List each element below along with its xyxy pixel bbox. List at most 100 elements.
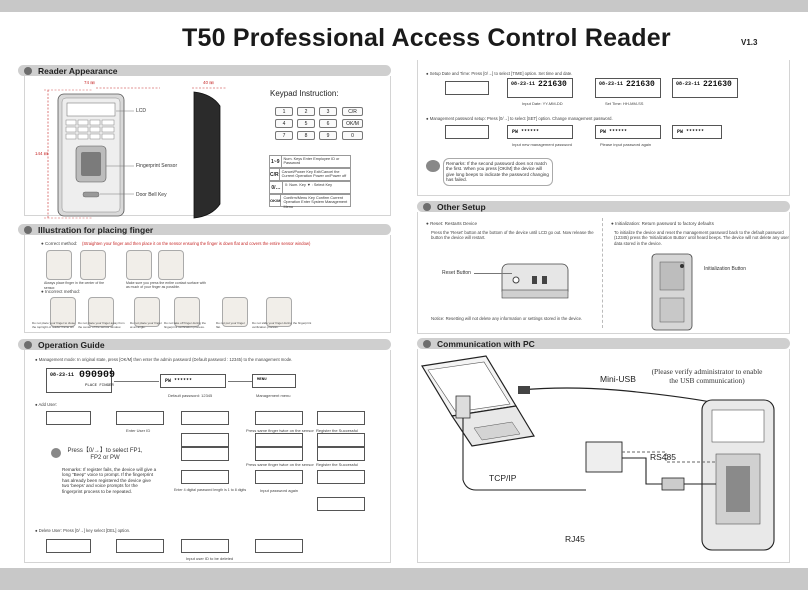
lcd-step xyxy=(255,447,303,461)
incorrect-caption-3: Do not place your finger at an angle. xyxy=(130,321,162,329)
page-title: T50 Professional Access Control Reader xyxy=(182,24,671,52)
register-success-caption-2: Register the Successful xyxy=(316,462,359,467)
key-3[interactable]: 3 xyxy=(319,107,337,116)
key-6[interactable]: 6 xyxy=(319,119,337,128)
key-0[interactable]: 0 xyxy=(342,131,363,140)
press-same-caption-2: Press same finger twice on the sensor xyxy=(246,462,314,467)
reset-notice: Notice: Resetting will not delete any in… xyxy=(431,316,583,321)
reader-appearance-drawing xyxy=(44,87,226,219)
bullet-icon xyxy=(24,225,32,234)
lcd-password-ok: PW ****** xyxy=(672,125,722,139)
incorrect-caption-4: Do not take off finger during the finger… xyxy=(164,321,206,329)
lcd-step xyxy=(255,411,303,425)
key-cancel[interactable]: C/R xyxy=(342,107,363,116)
management-menu-caption: Management menu xyxy=(256,393,291,398)
lcd-step xyxy=(255,470,303,484)
bullet-icon xyxy=(423,339,431,348)
flow-arrow xyxy=(114,381,159,382)
device-back-drawing xyxy=(651,253,693,331)
key-9[interactable]: 9 xyxy=(319,131,337,140)
finger-illustration xyxy=(46,250,72,280)
finger-illustration xyxy=(50,297,76,327)
set-date-time-text: ● Setup Date and Time: Press [0/→] to se… xyxy=(426,71,573,76)
reset-description: Press the 'Reset' button at the bottom o… xyxy=(431,230,594,241)
rj45-label: RJ45 xyxy=(565,534,585,544)
version-label: V1.3 xyxy=(741,38,758,47)
lcd-step xyxy=(116,411,164,425)
key-ok-menu[interactable]: OK/M xyxy=(342,119,363,128)
enter-password-caption: Enter 4 digital password length is 1 to … xyxy=(174,488,247,492)
finger-illustration xyxy=(134,297,160,327)
mini-usb-label: Mini-USB xyxy=(600,374,636,384)
finger-illustration xyxy=(222,297,248,327)
key-1[interactable]: 1 xyxy=(275,107,293,116)
depth-dimension: 40 ㎜ xyxy=(203,80,214,85)
flow-arrow xyxy=(228,381,252,382)
finger-illustration xyxy=(158,250,184,280)
incorrect-caption-5: Do not put your finger flat. xyxy=(216,321,245,329)
lcd-confirm-password: PW ****** xyxy=(595,125,661,139)
hand-icon xyxy=(51,448,61,458)
key-4[interactable]: 4 xyxy=(275,119,293,128)
input-password-caption: Input password again xyxy=(260,488,299,493)
register-success-caption: Register the Successful xyxy=(316,428,359,433)
top-stripe xyxy=(0,0,808,12)
init-button-label: Initialization Button xyxy=(704,266,746,272)
tcpip-label: TCP/IP xyxy=(489,473,517,483)
finger-illustration xyxy=(174,297,200,327)
bullet-icon xyxy=(24,340,32,349)
correct-method-note: (Straighten your finger and then place i… xyxy=(82,241,311,246)
section-reader-appearance: Reader Appearance xyxy=(18,65,391,76)
input-new-caption: Input new management password xyxy=(512,142,573,147)
lcd-date-display: 08-23-11 221630 xyxy=(507,78,573,98)
delete-user-text: ● Delete User: Press [0/→] key select [D… xyxy=(35,528,131,533)
lcd-step xyxy=(317,411,365,425)
lcd-menu-display: MENU xyxy=(252,374,296,388)
lcd-time-ok: 08-23-11 221630 xyxy=(672,78,738,98)
section-communication: Communication with PC xyxy=(417,338,790,349)
lcd-step xyxy=(181,470,229,484)
communication-diagram xyxy=(421,355,775,551)
incorrect-method-label: ● Incorrect method: xyxy=(41,289,80,294)
lcd-step xyxy=(46,539,91,553)
admin-note: (Please verify administrator to enable t… xyxy=(651,367,763,385)
panel-finger xyxy=(24,235,391,333)
press-same-caption: Press same finger twice on the sensor xyxy=(246,428,314,433)
key-7[interactable]: 7 xyxy=(275,131,293,140)
key-8[interactable]: 8 xyxy=(297,131,315,140)
incorrect-caption-6: Do not slide your finger during the fing… xyxy=(252,321,312,329)
management-password-text: ● Management password setup: Press [0/→]… xyxy=(426,116,613,121)
lcd-step xyxy=(445,125,489,139)
lcd-step xyxy=(317,447,365,461)
callout-line xyxy=(474,273,512,274)
lcd-label: LCD xyxy=(136,108,147,114)
bullet-icon xyxy=(24,66,32,75)
bottom-stripe xyxy=(0,568,808,590)
section-operation-guide: Operation Guide xyxy=(18,339,391,350)
correct-method-label: ● Correct method: xyxy=(41,241,78,246)
reset-button-label: Reset Button xyxy=(442,270,471,276)
lcd-step xyxy=(116,539,164,553)
key-2[interactable]: 2 xyxy=(297,107,315,116)
reset-title: ● Reset: Restarts Device xyxy=(426,221,478,226)
finger-illustration xyxy=(126,250,152,280)
lcd-password-display: PW ****** xyxy=(160,374,226,388)
lcd-step xyxy=(317,433,365,447)
init-description: To initialize the device and reset the m… xyxy=(614,230,789,246)
add-user-text: ● Add User: xyxy=(35,402,58,407)
lcd-step xyxy=(445,81,489,95)
set-time-caption: Set Time: HH-MM-SS xyxy=(605,101,644,106)
rs485-label: RS485 xyxy=(650,452,676,462)
finger-illustration xyxy=(266,297,292,327)
lcd-step xyxy=(317,497,365,511)
panel-communication xyxy=(417,349,790,563)
fingerprint-sensor-label: Fingerprint Sensor xyxy=(136,163,178,169)
lcd-step xyxy=(317,470,365,484)
legend-row-select: 0/…0: Num. Key ▼ : Select Key xyxy=(269,181,351,194)
incorrect-caption-1: Do not place your finger to close the to… xyxy=(32,321,76,329)
key-5[interactable]: 5 xyxy=(297,119,315,128)
